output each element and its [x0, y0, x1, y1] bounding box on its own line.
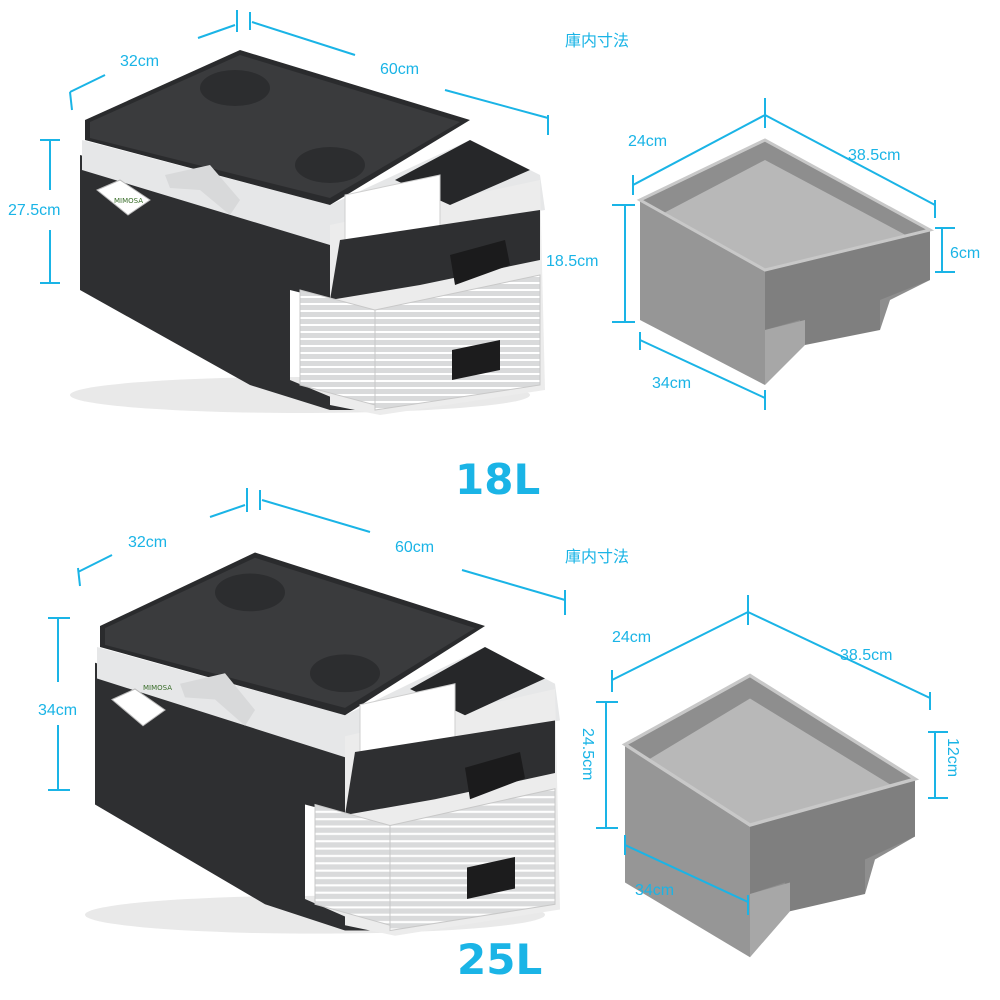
capacity-label: 25L: [457, 935, 542, 984]
liner-width-label: 38.5cm: [840, 647, 892, 664]
cooler-18l-image: [69, 49, 546, 416]
liner-bottom-label: 34cm: [652, 375, 691, 392]
liner-depth-label: 24cm: [628, 133, 667, 150]
liner-height-label: 18.5cm: [546, 253, 598, 270]
liner-height-label: 24.5cm: [579, 728, 596, 780]
liner-18l-image: [638, 138, 932, 387]
dimension-lines-cooler-25l: [48, 488, 566, 791]
cooler-height-label: 27.5cm: [8, 202, 60, 219]
dimension-lines-liner-18l: [612, 98, 955, 410]
liner-25l-image: [623, 673, 917, 959]
cooler-depth-label: 32cm: [120, 53, 159, 70]
cooler-width-label: 60cm: [380, 61, 419, 78]
cooler-height-label: 34cm: [38, 702, 77, 719]
cooler-25l-image: [84, 551, 561, 937]
dimension-lines-liner-25l: [596, 595, 948, 915]
cooler-depth-label: 32cm: [128, 534, 167, 551]
liner-depth-label: 24cm: [612, 629, 651, 646]
liner-bottom-label: 34cm: [635, 882, 674, 899]
interior-dimensions-title: 庫内寸法: [565, 31, 629, 50]
dimension-lines-cooler-18l: [40, 10, 549, 284]
section-18l: 32cm 60cm 27.5cm MIMOSA 庫内寸法 24cm 38.5cm…: [8, 10, 980, 504]
liner-width-label: 38.5cm: [848, 147, 900, 164]
interior-dimensions-title: 庫内寸法: [565, 547, 629, 566]
brand-logo-text: MIMOSA: [114, 197, 143, 205]
capacity-label: 18L: [455, 455, 540, 504]
brand-logo-text: MIMOSA: [143, 684, 172, 692]
section-25l: 32cm 60cm 34cm MIMOSA 庫内寸法 24cm 38.5cm 2…: [38, 488, 961, 984]
liner-step-label: 12cm: [944, 738, 961, 777]
cooler-width-label: 60cm: [395, 539, 434, 556]
liner-step-label: 6cm: [950, 245, 980, 262]
